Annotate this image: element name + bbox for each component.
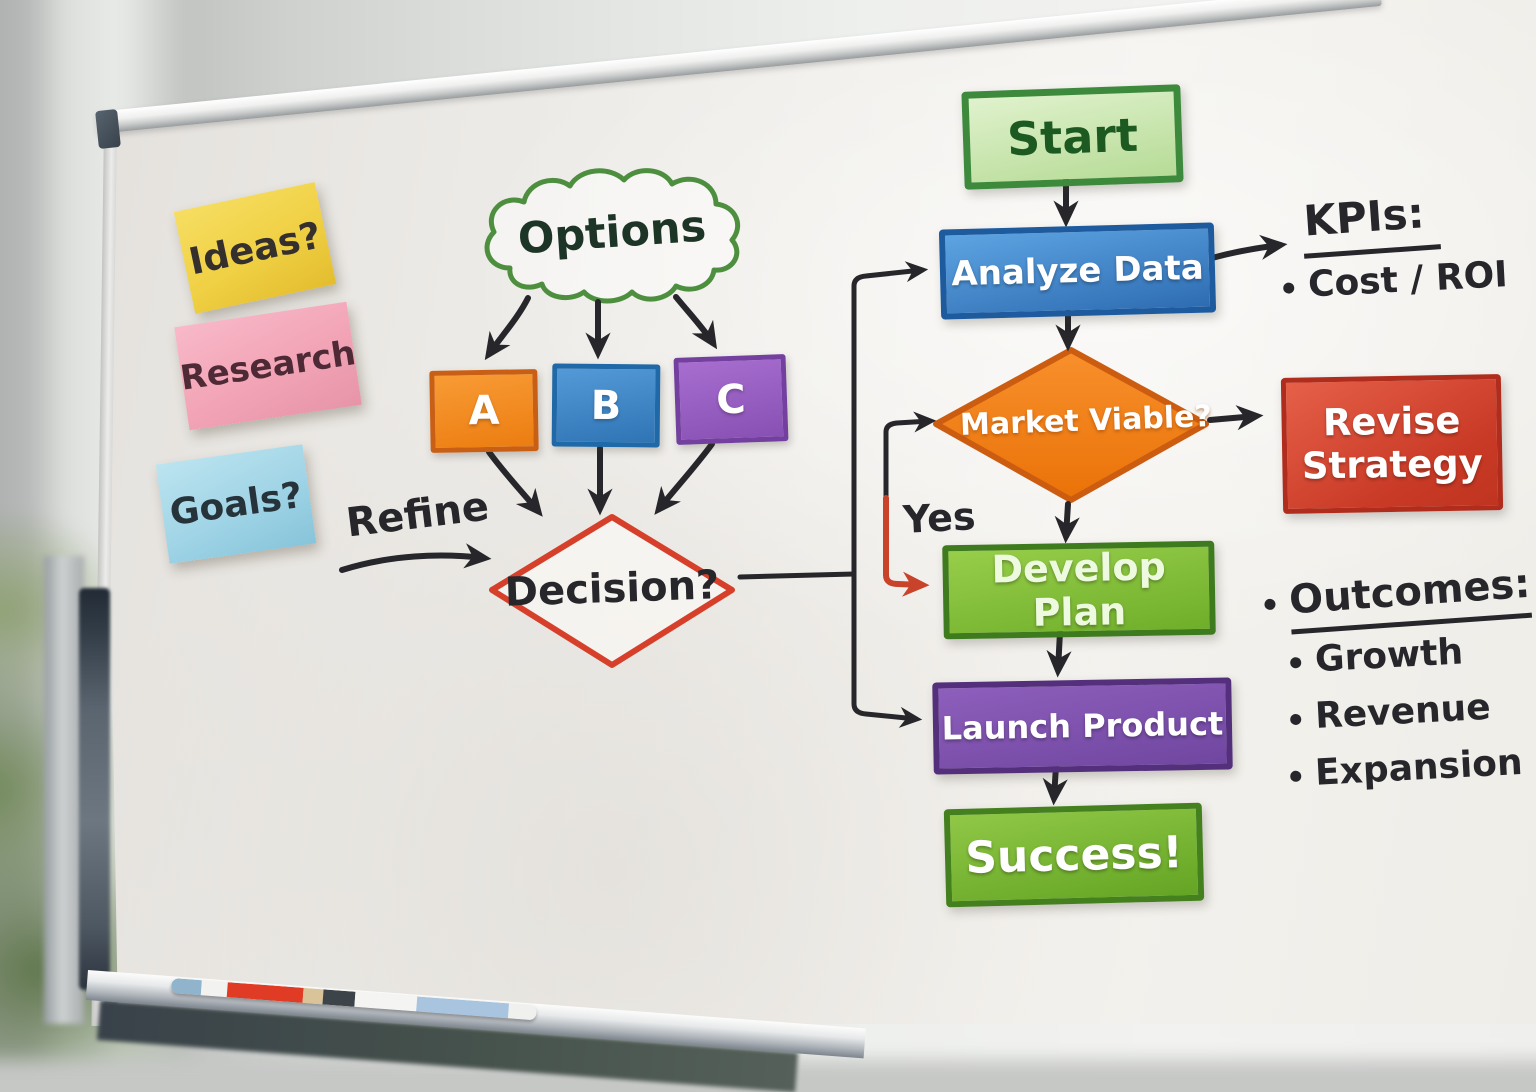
analyze-data-node: Analyze Data <box>938 222 1217 320</box>
arrow-c-to-decision <box>654 441 715 515</box>
flowchart-connectors <box>339 168 1288 806</box>
line-junction-to-analyze <box>851 261 929 577</box>
develop-plan-label: Develop Plan <box>991 544 1167 635</box>
whiteboard-frame-left <box>79 588 110 990</box>
launch-product-label: Launch Product <box>941 704 1224 748</box>
arrow-analyze-to-kpis <box>1209 234 1288 261</box>
outcomes-growth-label: Growth <box>1314 631 1465 681</box>
bullet-icon <box>1289 770 1302 782</box>
decision-diamond-shape <box>489 514 735 668</box>
arrow-cloud-to-a <box>484 295 531 361</box>
options-cloud-shape <box>484 168 740 304</box>
option-box-a: A <box>429 369 539 453</box>
start-node: Start <box>961 84 1184 190</box>
bullet-icon <box>1282 281 1295 294</box>
revise-strategy-label: Revise Strategy <box>1301 399 1484 488</box>
success-node: Success! <box>943 802 1205 908</box>
decision-label: Decision? <box>504 562 720 616</box>
launch-product-node: Launch Product <box>932 677 1233 775</box>
revise-strategy-node: Revise Strategy <box>1280 374 1504 514</box>
option-box-c: C <box>673 354 789 445</box>
bullet-icon <box>1264 598 1276 610</box>
analyze-data-label: Analyze Data <box>950 247 1205 295</box>
line-junction-to-launch <box>851 571 923 728</box>
arrow-develop-to-launch <box>1046 629 1072 678</box>
line-junction-to-market <box>883 411 937 509</box>
option-a-label: A <box>468 387 500 435</box>
arrow-market-to-revise <box>1207 405 1264 431</box>
yes-branch-label: Yes <box>901 494 977 542</box>
develop-plan-node: Develop Plan <box>942 540 1216 640</box>
kpis-heading: KPIs: <box>1300 187 1441 259</box>
option-box-b: B <box>551 363 661 448</box>
sticky-note-ideas-label: Ideas? <box>185 213 325 283</box>
success-label: Success! <box>964 826 1184 884</box>
arrow-refine-to-decision <box>339 543 492 573</box>
sticky-note-research-label: Research <box>177 333 359 399</box>
arrow-cloud-to-c <box>673 294 718 350</box>
arrow-yes-to-develop <box>883 495 930 597</box>
arrow-market-to-develop <box>1054 501 1080 544</box>
line-decision-to-junction <box>737 571 857 580</box>
arrow-a-to-decision <box>486 449 543 517</box>
bullet-icon <box>1289 656 1302 669</box>
market-viable-diamond-shape <box>933 347 1209 503</box>
bullet-icon <box>1289 713 1302 725</box>
whiteboard-stand-leg <box>44 556 84 1024</box>
option-b-label: B <box>590 382 622 429</box>
start-label: Start <box>1006 107 1139 167</box>
sticky-note-goals-label: Goals? <box>167 474 305 534</box>
sticky-note-goals: Goals? <box>155 444 317 564</box>
option-c-label: C <box>715 376 747 423</box>
